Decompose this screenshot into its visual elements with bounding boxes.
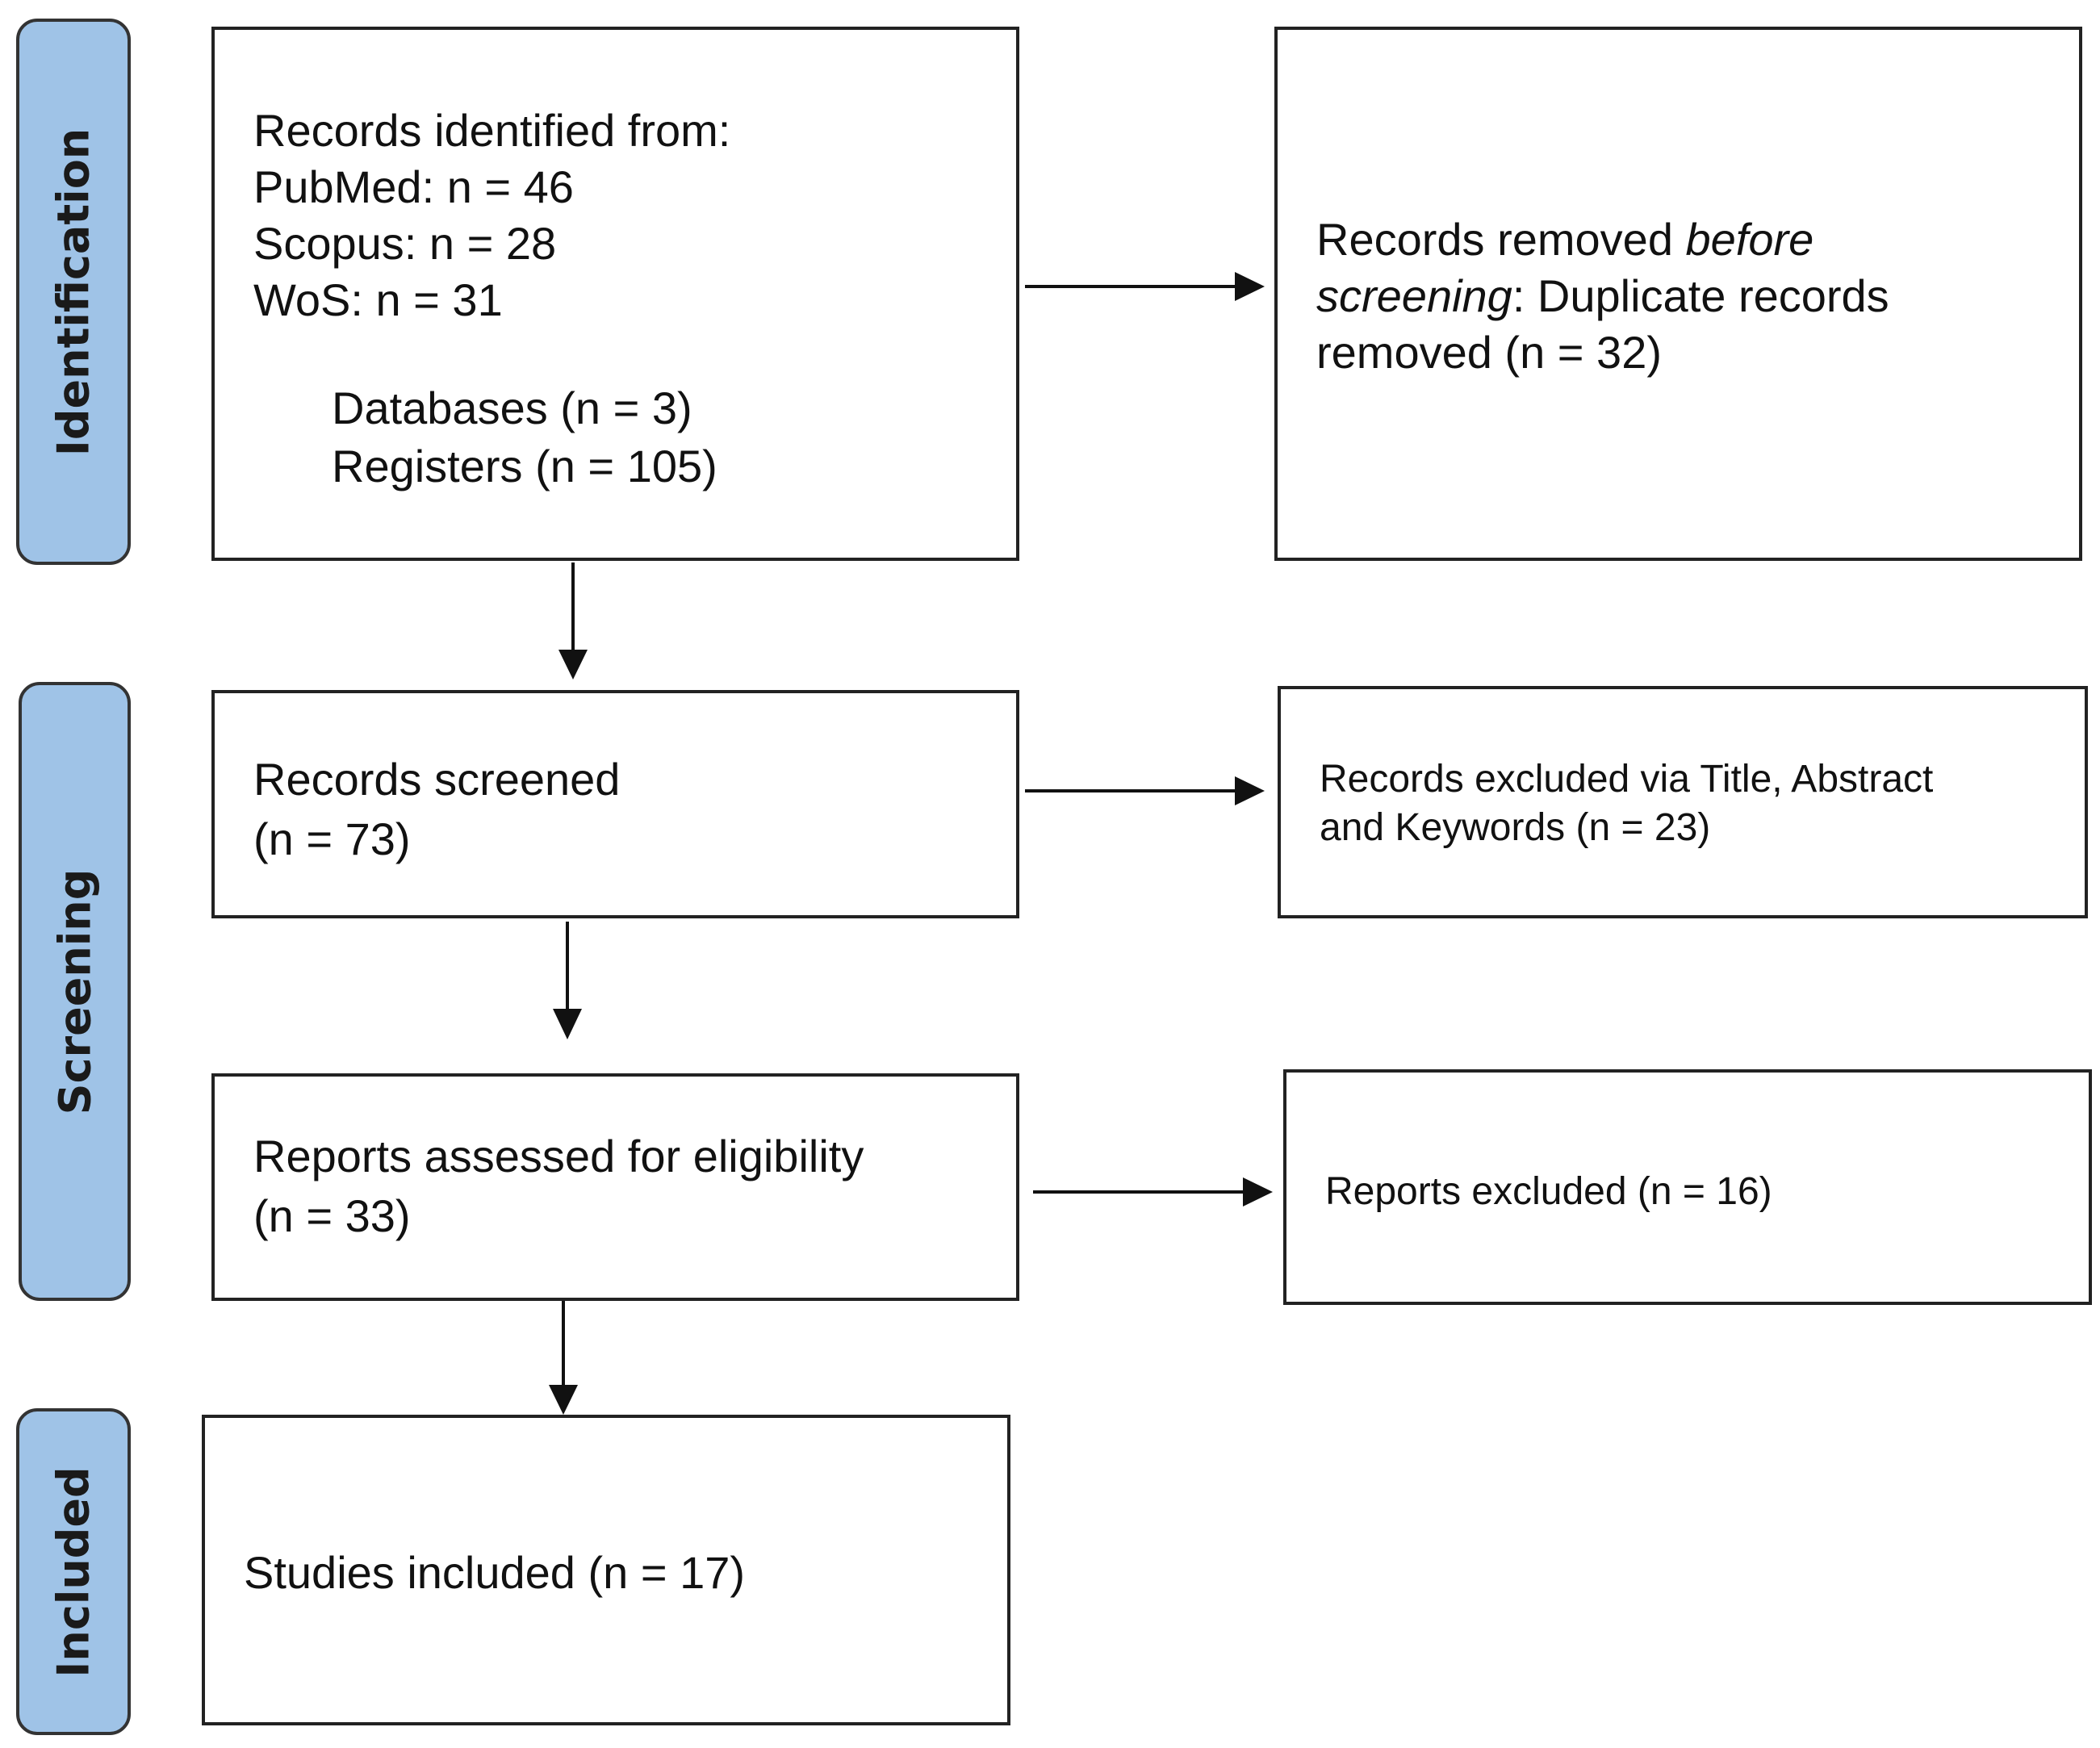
records-removed-box: Records removed before screening: Duplic… xyxy=(1274,27,2082,561)
arrowhead xyxy=(549,1385,578,1415)
excluded-screen-line2: and Keywords (n = 23) xyxy=(1320,806,1711,849)
records-screened-box: Records screened (n = 73) xyxy=(211,690,1019,918)
identified-databases: Databases (n = 3) xyxy=(332,383,692,433)
identified-heading: Records identified from: xyxy=(253,105,731,156)
excluded-screen-line1: Records excluded via Title, Abstract xyxy=(1320,758,1934,801)
stage-screening: Screening xyxy=(19,682,131,1301)
records-identified-box: Records identified from: PubMed: n = 46 … xyxy=(211,27,1019,561)
identified-scopus: Scopus: n = 28 xyxy=(253,218,557,269)
assessed-line1: Reports assessed for eligibility xyxy=(253,1131,864,1181)
removed-prefix: Records removed xyxy=(1316,214,1686,265)
arrowhead xyxy=(1235,272,1265,301)
removed-italic: before xyxy=(1685,214,1814,265)
identified-wos: WoS: n = 31 xyxy=(253,274,503,325)
arrowhead xyxy=(1243,1177,1273,1206)
stage-included: Included xyxy=(16,1408,131,1735)
arrowhead xyxy=(553,1009,582,1039)
removed-screening: screening xyxy=(1316,270,1512,321)
stage-identification: Identification xyxy=(16,19,131,565)
identified-registers: Registers (n = 105) xyxy=(332,441,717,491)
identified-pubmed: PubMed: n = 46 xyxy=(253,161,574,212)
removed-line2: : Duplicate records xyxy=(1512,270,1889,321)
records-excluded-box: Records excluded via Title, Abstract and… xyxy=(1278,686,2088,918)
arrowhead xyxy=(558,650,588,680)
included-line1: Studies included (n = 17) xyxy=(244,1547,746,1598)
assessed-line2: (n = 33) xyxy=(253,1190,411,1241)
screened-line1: Records screened xyxy=(253,754,621,805)
reports-excluded-line1: Reports excluded (n = 16) xyxy=(1325,1170,1772,1213)
reports-excluded-box: Reports excluded (n = 16) xyxy=(1283,1069,2092,1305)
arrowhead xyxy=(1235,776,1265,805)
removed-line3: removed (n = 32) xyxy=(1316,327,1662,378)
reports-assessed-box: Reports assessed for eligibility (n = 33… xyxy=(211,1073,1019,1301)
studies-included-box: Studies included (n = 17) xyxy=(202,1415,1010,1725)
screened-line2: (n = 73) xyxy=(253,813,411,864)
